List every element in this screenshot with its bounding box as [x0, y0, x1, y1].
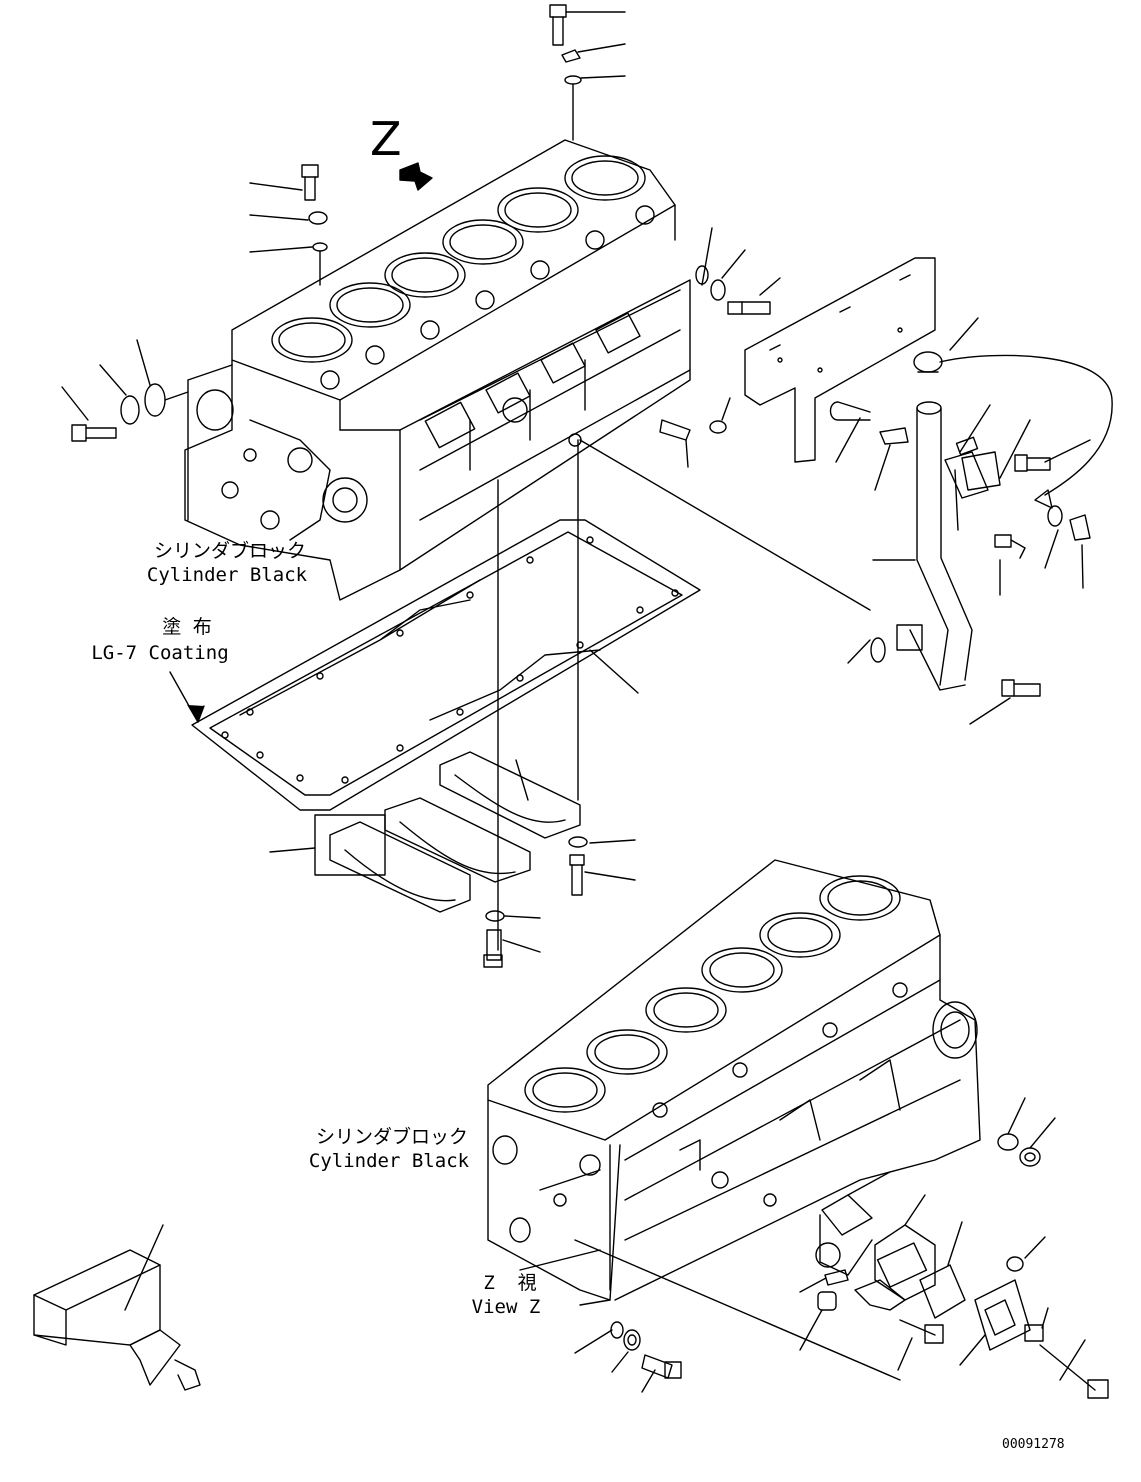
bearing-cap-drawing [270, 440, 635, 967]
view-z-label-en: View Z [471, 1296, 541, 1318]
view-z-label-jp: Z 視 [483, 1272, 537, 1294]
block-upper-label-en: Cylinder Black [146, 564, 308, 586]
cylinder-block-upper-drawing [185, 140, 690, 600]
cylinder-block-lower-drawing [488, 860, 1108, 1398]
bracket-drawing [580, 228, 1112, 724]
arrow-icon [400, 163, 432, 190]
view-marker-z: Z [370, 112, 402, 166]
block-upper-label-jp: シリンダブロック [153, 540, 306, 562]
block-lower-label-en: Cylinder Black [308, 1150, 470, 1172]
coating-label-jp: 塗 布 [162, 616, 212, 638]
coating-label-en: LG-7 Coating [91, 642, 229, 664]
drawing-number: 00091278 [1002, 1437, 1065, 1452]
bolt-drawing [62, 5, 625, 441]
gasket-drawing [170, 520, 700, 810]
seal-tube-drawing [34, 1225, 200, 1390]
block-lower-label-jp: シリンダブロック [315, 1126, 468, 1148]
